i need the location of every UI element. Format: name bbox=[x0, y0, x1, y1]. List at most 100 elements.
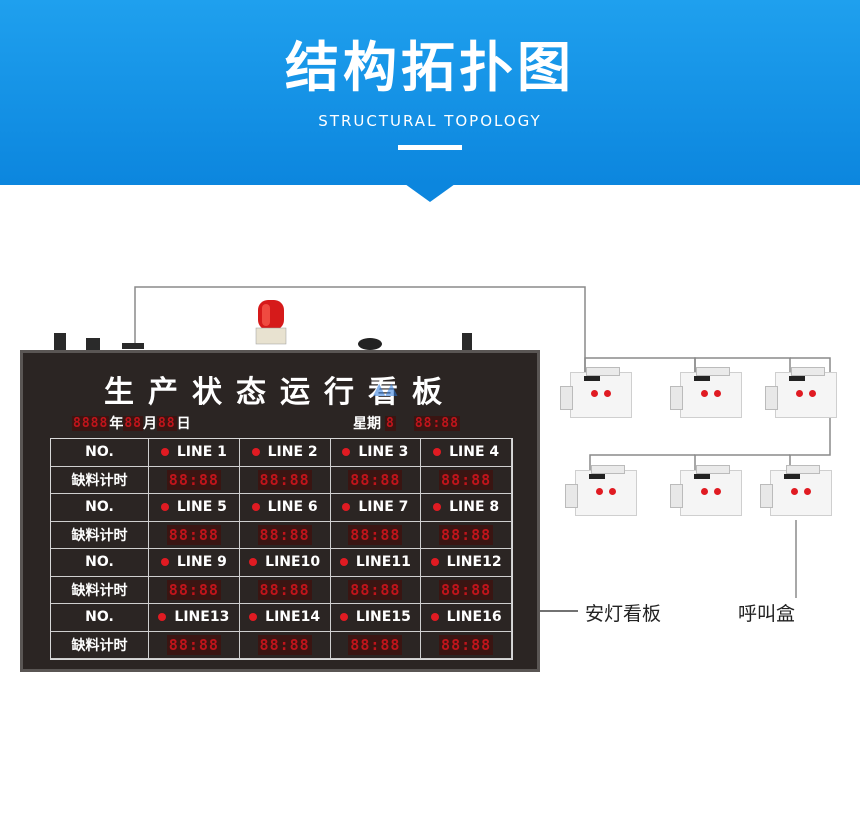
buzzer-icon bbox=[358, 338, 382, 350]
line-cell: LINE 5 bbox=[149, 494, 240, 522]
callbox-label: 呼叫盒 bbox=[738, 603, 796, 625]
row-header-timer: 缺料计时 bbox=[51, 576, 149, 604]
weekday-display: 星期 8 88:88 bbox=[353, 413, 460, 433]
watermark: ▲▲ bbox=[373, 379, 398, 398]
timer-cell: 88:88 bbox=[239, 466, 331, 494]
timer-digits: 88:88 bbox=[439, 579, 494, 600]
callbox-1 bbox=[560, 367, 632, 418]
timer-digits: 88:88 bbox=[166, 579, 221, 600]
year-unit: 年 bbox=[109, 416, 124, 432]
andon-board: 生产状态运行看板 ▲▲ 8888 年 88 月 88 日 星期 8 88:88 … bbox=[20, 350, 540, 672]
timer-cell: 88:88 bbox=[330, 466, 422, 494]
line-label: LINE 1 bbox=[176, 444, 227, 461]
status-dot-icon bbox=[430, 613, 439, 622]
timer-digits: 88:88 bbox=[348, 579, 403, 600]
line-label: LINE 4 bbox=[449, 444, 500, 461]
date-display: 8888 年 88 月 88 日 bbox=[72, 413, 191, 433]
timer-digits: 88:88 bbox=[439, 469, 494, 490]
status-dot-icon bbox=[249, 558, 258, 567]
line-cell: LINE 9 bbox=[149, 549, 240, 577]
row-header-no: NO. bbox=[51, 549, 149, 577]
timer-digits: 88:88 bbox=[166, 469, 221, 490]
line-cell: LINE 4 bbox=[421, 439, 512, 467]
wire-row-link bbox=[789, 357, 831, 470]
line-label: LINE14 bbox=[265, 609, 321, 626]
board-label: 安灯看板 bbox=[585, 603, 662, 625]
line-cell: LINE 7 bbox=[330, 494, 422, 522]
line-cell: LINE 8 bbox=[421, 494, 512, 522]
status-dot-icon bbox=[160, 448, 169, 457]
mount-bracket-right bbox=[462, 333, 472, 351]
line-label: LINE 7 bbox=[358, 499, 409, 516]
timer-digits: 88:88 bbox=[257, 634, 312, 655]
day-unit: 日 bbox=[176, 416, 191, 432]
line-cell: LINE 2 bbox=[239, 439, 331, 467]
cable-port bbox=[122, 343, 144, 349]
timer-cell: 88:88 bbox=[149, 466, 240, 494]
status-dot-icon bbox=[433, 448, 442, 457]
status-dot-icon bbox=[249, 613, 258, 622]
row-header-timer: 缺料计时 bbox=[51, 521, 149, 549]
board-title: 生产状态运行看板 bbox=[104, 375, 456, 410]
row-header-no: NO. bbox=[51, 604, 149, 632]
page-subtitle: STRUCTURAL TOPOLOGY bbox=[318, 112, 542, 130]
line-cell: LINE14 bbox=[239, 604, 331, 632]
timer-digits: 88:88 bbox=[257, 524, 312, 545]
callbox-5 bbox=[670, 465, 742, 516]
title-underline bbox=[398, 145, 462, 150]
line-label: LINE10 bbox=[265, 554, 321, 571]
line-label: LINE15 bbox=[355, 609, 411, 626]
row-header-no: NO. bbox=[51, 494, 149, 522]
wire-callbox-5-4 bbox=[589, 454, 695, 470]
day-digits: 88 bbox=[156, 415, 177, 431]
timer-cell: 88:88 bbox=[149, 521, 240, 549]
status-dot-icon bbox=[339, 613, 348, 622]
status-dot-icon bbox=[251, 448, 260, 457]
timer-cell: 88:88 bbox=[330, 576, 422, 604]
callbox-4 bbox=[565, 465, 637, 516]
line-cell: LINE 1 bbox=[149, 439, 240, 467]
status-dot-icon bbox=[251, 503, 260, 512]
status-dot-icon bbox=[339, 558, 348, 567]
weekday-digit: 8 bbox=[385, 415, 396, 431]
header-arrow bbox=[405, 184, 455, 202]
connector-box bbox=[86, 338, 100, 350]
timer-digits: 88:88 bbox=[348, 634, 403, 655]
timer-cell: 88:88 bbox=[421, 576, 512, 604]
line-cell: LINE11 bbox=[330, 549, 422, 577]
status-dot-icon bbox=[433, 503, 442, 512]
timer-cell: 88:88 bbox=[421, 521, 512, 549]
status-dot-icon bbox=[160, 503, 169, 512]
line-label: LINE 8 bbox=[449, 499, 500, 516]
timer-digits: 88:88 bbox=[439, 634, 494, 655]
row-header-timer: 缺料计时 bbox=[51, 631, 149, 659]
header-banner: 结构拓扑图 STRUCTURAL TOPOLOGY bbox=[0, 0, 860, 185]
timer-cell: 88:88 bbox=[239, 631, 331, 659]
line-label: LINE 3 bbox=[358, 444, 409, 461]
line-label: LINE 5 bbox=[176, 499, 227, 516]
line-label: LINE 2 bbox=[267, 444, 318, 461]
status-dot-icon bbox=[158, 613, 167, 622]
line-label: LINE16 bbox=[446, 609, 502, 626]
line-cell: LINE 3 bbox=[330, 439, 422, 467]
status-dot-icon bbox=[160, 558, 169, 567]
wire-board-to-callbox bbox=[134, 286, 586, 372]
page-title: 结构拓扑图 bbox=[285, 36, 575, 99]
timer-digits: 88:88 bbox=[257, 579, 312, 600]
timer-cell: 88:88 bbox=[421, 466, 512, 494]
status-dot-icon bbox=[342, 503, 351, 512]
timer-cell: 88:88 bbox=[239, 576, 331, 604]
timer-cell: 88:88 bbox=[149, 631, 240, 659]
callbox-6 bbox=[760, 465, 832, 516]
row-header-timer: 缺料计时 bbox=[51, 466, 149, 494]
timer-digits: 88:88 bbox=[166, 524, 221, 545]
alarm-light-icon bbox=[255, 300, 287, 345]
timer-digits: 88:88 bbox=[348, 469, 403, 490]
month-unit: 月 bbox=[142, 416, 157, 432]
year-digits: 8888 bbox=[72, 415, 110, 431]
timer-cell: 88:88 bbox=[330, 631, 422, 659]
weekday-label: 星期 bbox=[353, 416, 381, 432]
line-label: LINE13 bbox=[174, 609, 230, 626]
